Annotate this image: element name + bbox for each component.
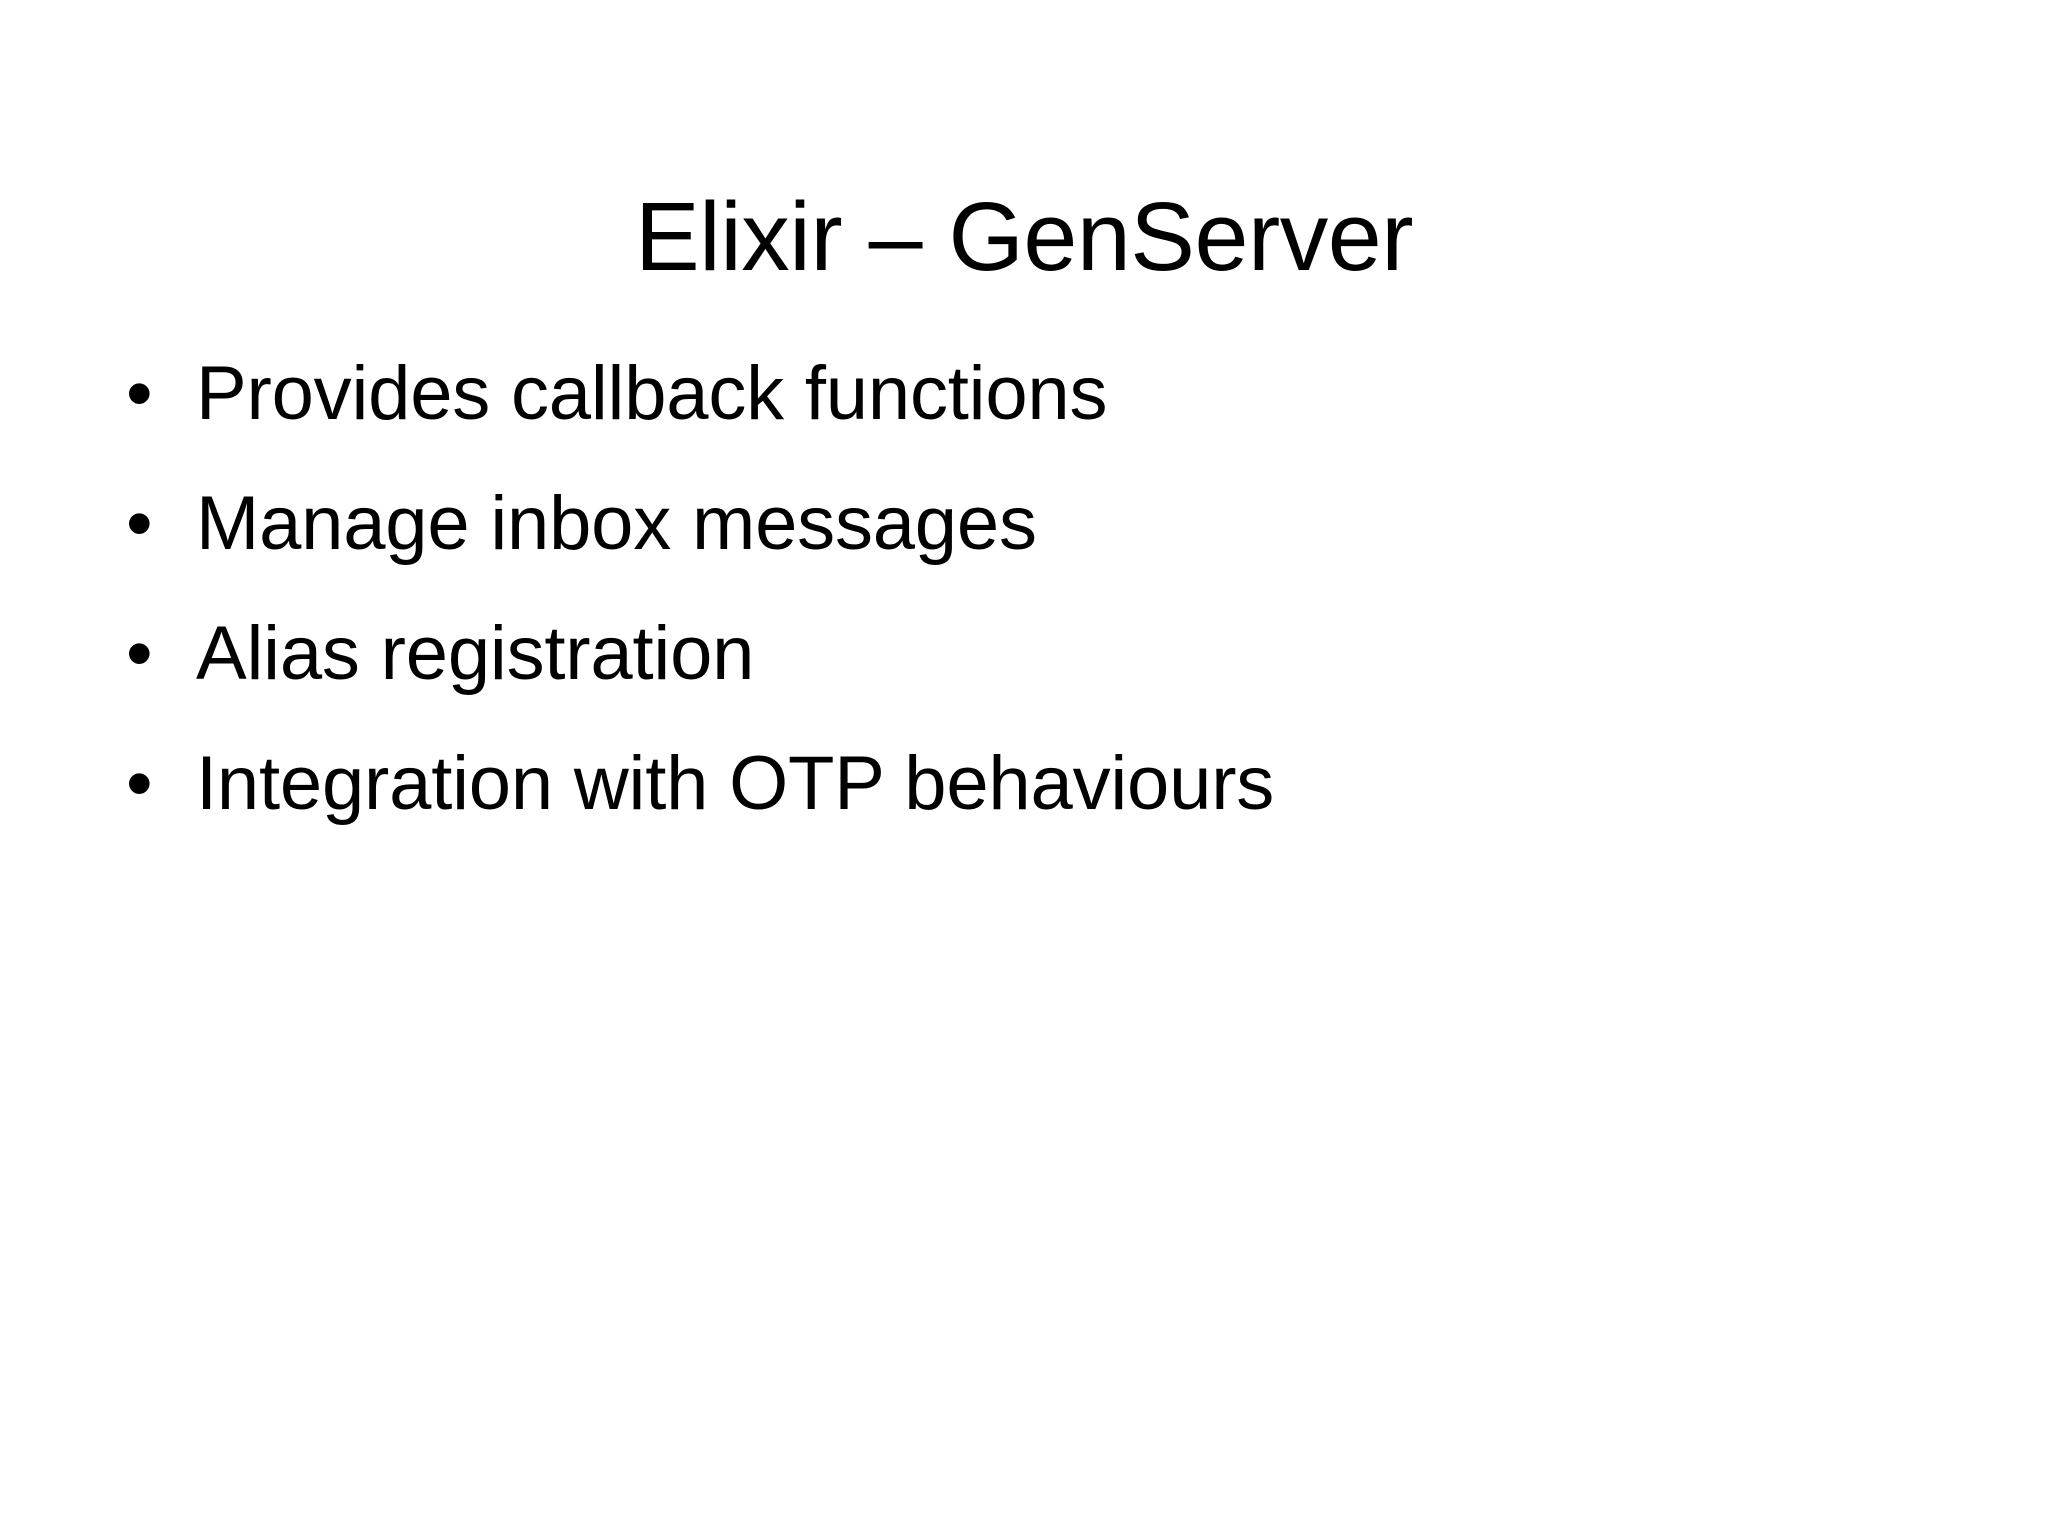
bullet-list: • Provides callback functions • Manage i… — [118, 352, 1938, 872]
list-item: • Provides callback functions — [118, 352, 1938, 482]
bullet-dot-icon: • — [126, 481, 153, 566]
list-item-label: Provides callback functions — [196, 351, 1108, 436]
list-item-label: Manage inbox messages — [196, 481, 1037, 566]
list-item-label: Integration with OTP behaviours — [196, 741, 1275, 826]
list-item: • Manage inbox messages — [118, 482, 1938, 612]
list-item-label: Alias registration — [196, 611, 755, 696]
list-item: • Integration with OTP behaviours — [118, 742, 1938, 872]
bullet-dot-icon: • — [126, 741, 153, 826]
bullet-dot-icon: • — [126, 611, 153, 696]
bullet-dot-icon: • — [126, 351, 153, 436]
page-title: Elixir – GenServer — [634, 181, 1414, 291]
list-item: • Alias registration — [118, 612, 1938, 742]
